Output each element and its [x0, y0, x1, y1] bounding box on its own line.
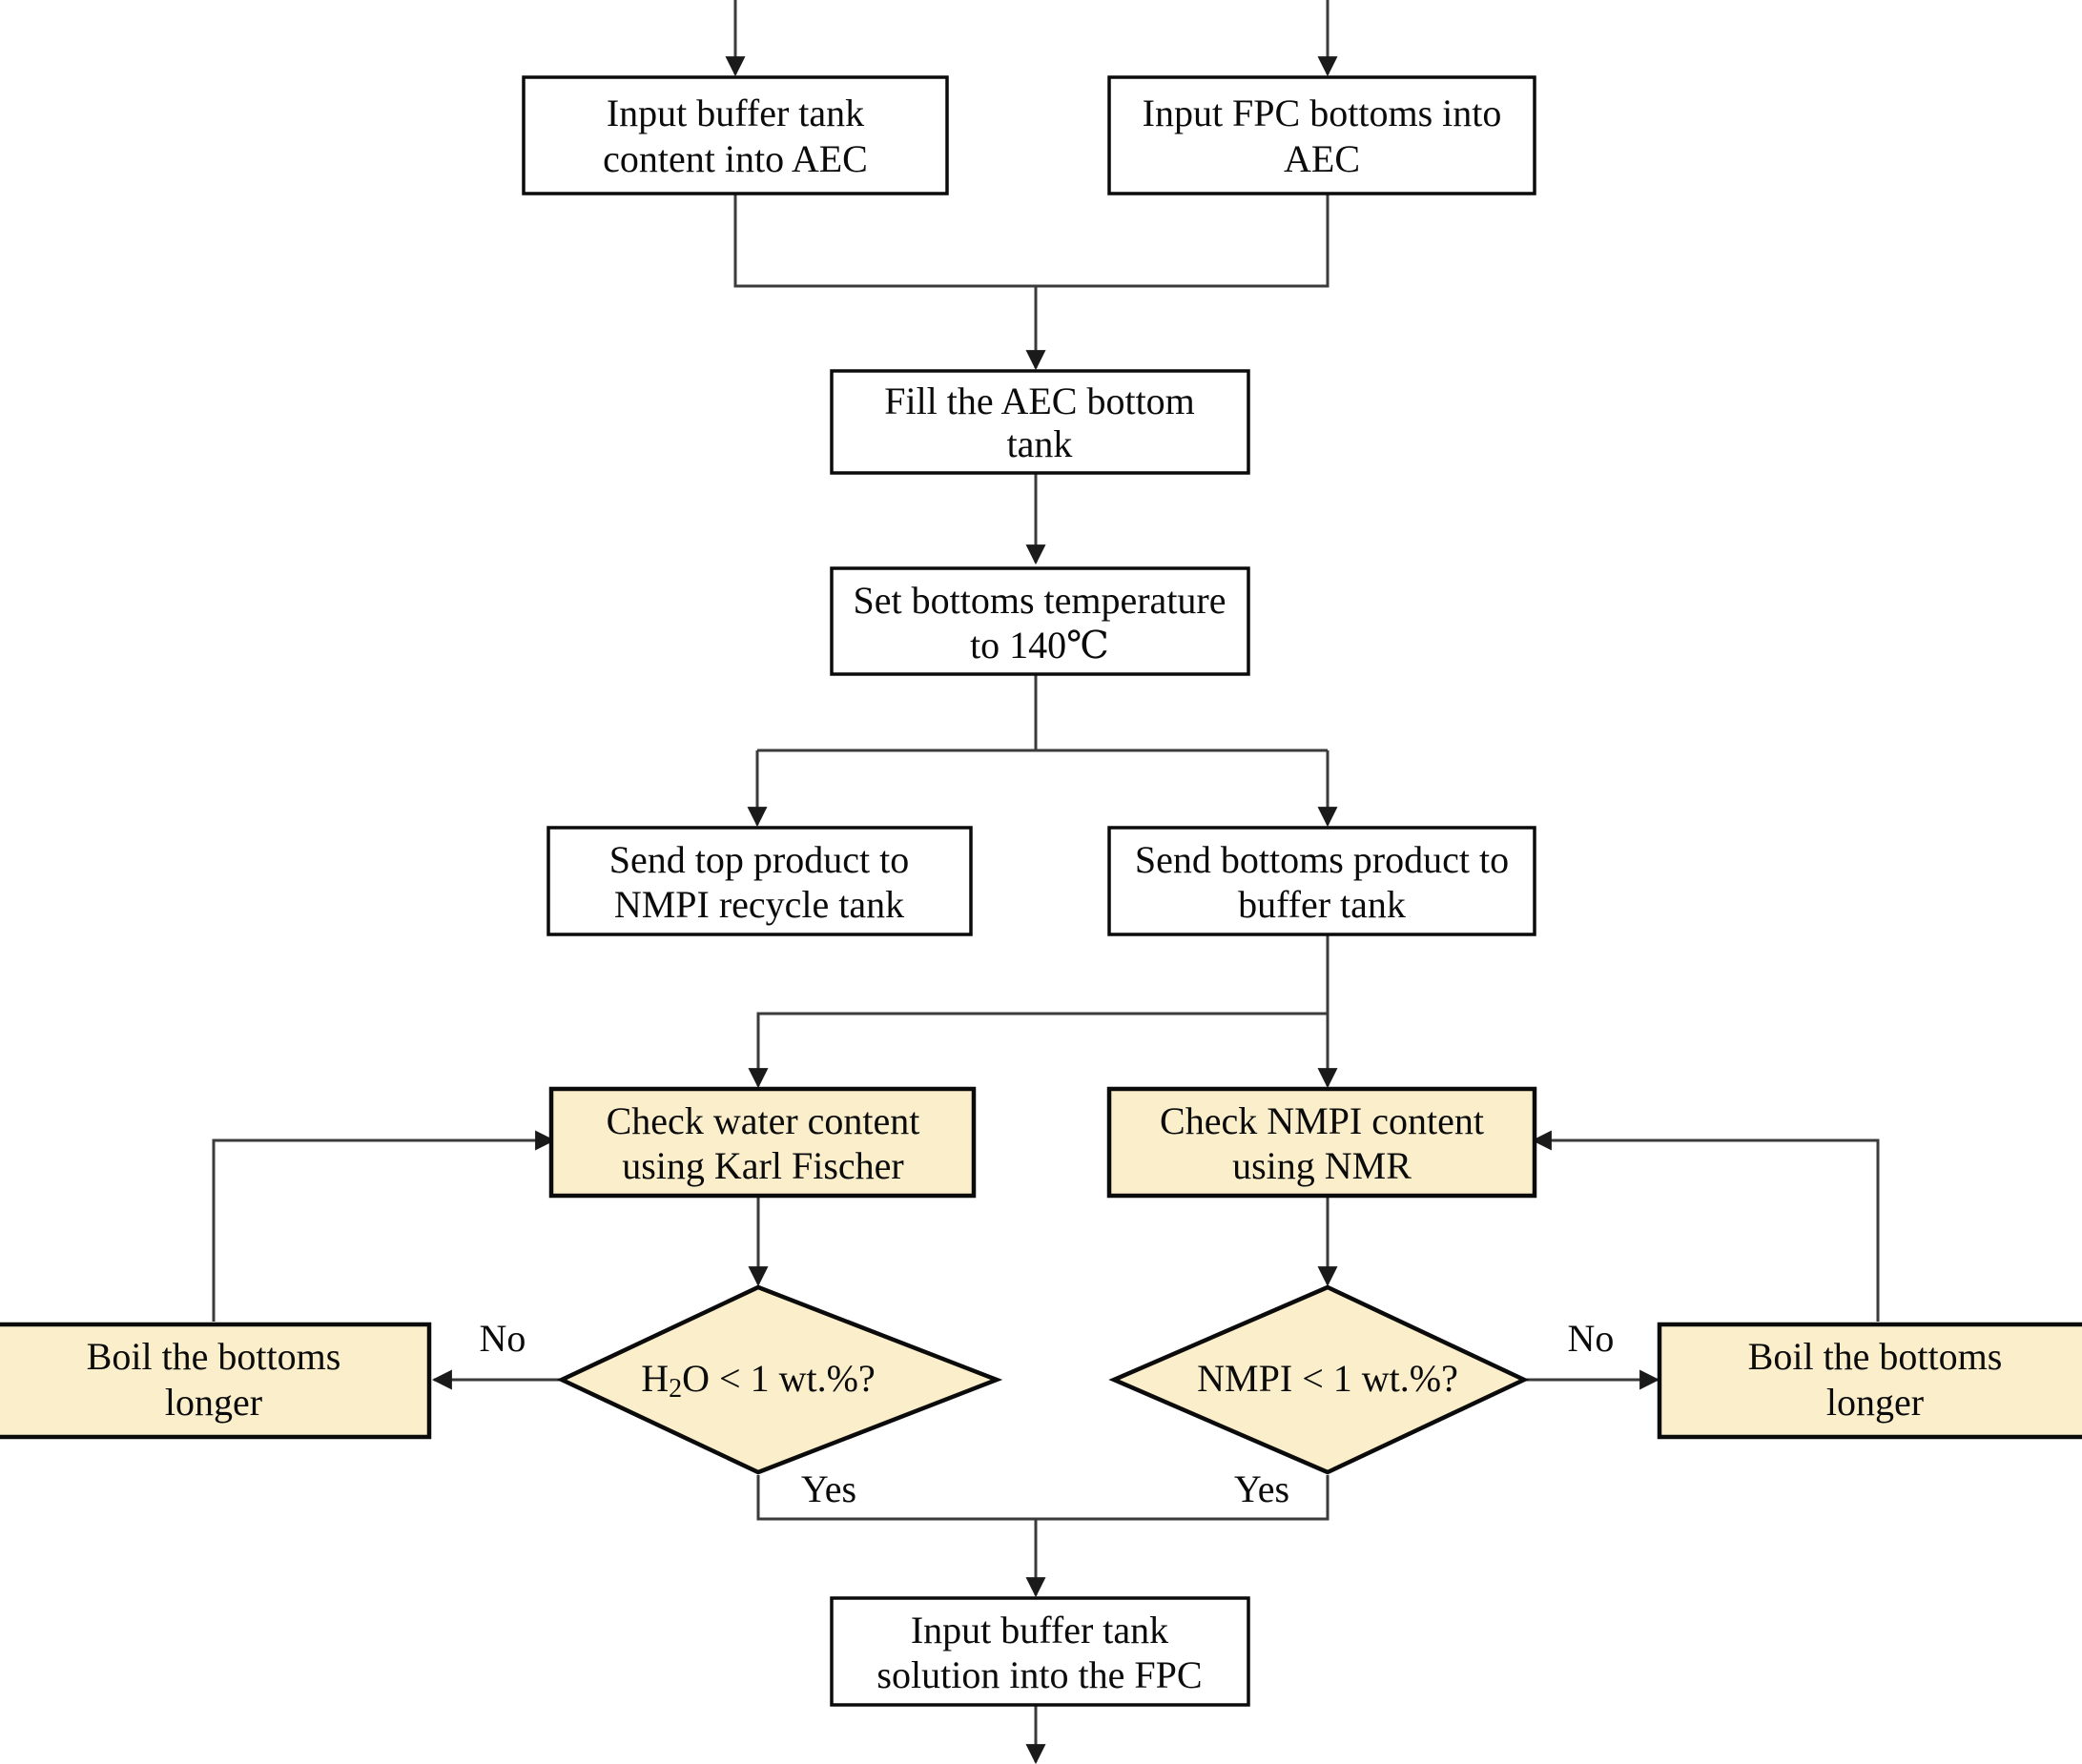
node-label-line1: Send bottoms product to — [1135, 838, 1509, 881]
node-label-line1: Input FPC bottoms into — [1143, 92, 1502, 134]
node-label-line1: Check NMPI content — [1160, 1099, 1484, 1142]
connector-merge-inputs — [733, 194, 1330, 288]
decision-h2o-label-pre: H — [641, 1357, 669, 1400]
node-label-line2: to 140℃ — [970, 624, 1109, 667]
node-input-fpc-bottoms-aec[interactable]: Input FPC bottoms into AEC — [1107, 75, 1536, 195]
connector-boil-right-feedback — [1531, 1130, 1880, 1322]
node-label-line2: using NMR — [1232, 1144, 1412, 1187]
edge-label-no-right: No — [1568, 1317, 1615, 1360]
node-check-water-karl-fischer[interactable]: Check water content using Karl Fischer — [548, 1086, 977, 1199]
node-label-line2: NMPI recycle tank — [614, 883, 904, 926]
edge-label-yes-left: Yes — [801, 1467, 856, 1510]
decision-nmpi-label: NMPI < 1 wt.%? — [1197, 1357, 1458, 1400]
node-set-bottoms-temperature[interactable]: Set bottoms temperature to 140℃ — [830, 566, 1250, 676]
node-send-bottoms-product-buffer[interactable]: Send bottoms product to buffer tank — [1107, 826, 1536, 936]
decision-h2o-label-sub: 2 — [669, 1374, 682, 1404]
decision-h2o-label: H2O < 1 wt.%? — [641, 1357, 875, 1404]
connector-boil-left-feedback — [212, 1130, 556, 1322]
node-check-nmpi-nmr[interactable]: Check NMPI content using NMR — [1106, 1086, 1537, 1199]
node-label-line1: Boil the bottoms — [87, 1335, 341, 1378]
node-label-line2: solution into the FPC — [876, 1653, 1202, 1696]
node-label-line2: buffer tank — [1238, 883, 1406, 926]
node-boil-bottoms-longer-right[interactable]: Boil the bottoms longer — [1657, 1322, 2082, 1440]
node-label-line2: longer — [165, 1381, 262, 1424]
node-decision-nmpi[interactable]: NMPI < 1 wt.%? — [1108, 1284, 1530, 1475]
node-label-line1: Set bottoms temperature — [853, 579, 1226, 622]
node-input-buffer-tank-aec[interactable]: Input buffer tank content into AEC — [522, 75, 949, 195]
connector-sendbottoms-to-checkwater — [748, 1012, 1328, 1089]
node-label-line1: Send top product to — [609, 838, 909, 881]
node-label-line1: Input buffer tank — [607, 92, 864, 134]
node-label-line2: longer — [1826, 1381, 1924, 1424]
node-input-buffer-solution-fpc[interactable]: Input buffer tank solution into the FPC — [830, 1596, 1250, 1707]
edge-label-yes-right: Yes — [1234, 1467, 1289, 1510]
node-decision-h2o[interactable]: H2O < 1 wt.%? — [556, 1284, 1003, 1475]
connector-yes-merge-bar — [756, 1475, 1330, 1521]
node-send-top-product-nmpi[interactable]: Send top product to NMPI recycle tank — [546, 826, 973, 936]
node-label-line2: using Karl Fischer — [622, 1144, 904, 1187]
node-boil-bottoms-longer-left[interactable]: Boil the bottoms longer — [0, 1322, 432, 1440]
edge-label-no-left: No — [480, 1317, 526, 1360]
node-label-line1: Boil the bottoms — [1748, 1335, 2003, 1378]
node-label-line2: content into AEC — [603, 137, 868, 180]
node-fill-aec-bottom-tank[interactable]: Fill the AEC bottom tank — [830, 369, 1250, 475]
node-label-line1: Input buffer tank — [911, 1609, 1168, 1651]
decision-h2o-label-post: O < 1 wt.%? — [682, 1357, 876, 1400]
node-label-line2: tank — [1007, 422, 1073, 465]
node-label-line1: Check water content — [607, 1099, 920, 1142]
node-label-line1: Fill the AEC bottom — [884, 379, 1195, 422]
node-label-line2: AEC — [1284, 137, 1360, 180]
